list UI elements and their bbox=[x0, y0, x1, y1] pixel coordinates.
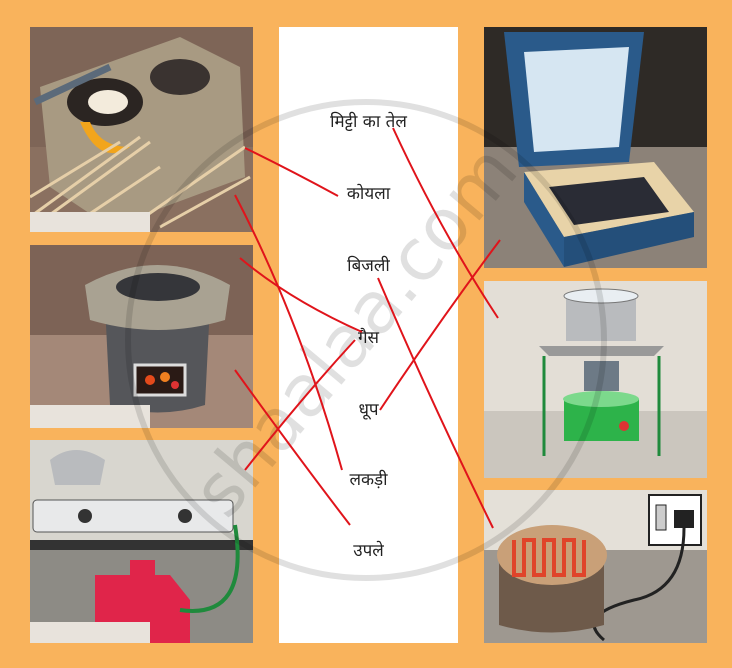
word-coal: कोयला bbox=[346, 184, 391, 204]
line-coal-stove-to-gas bbox=[239, 257, 363, 333]
solar-cooker-image bbox=[484, 27, 707, 268]
line-electricity-to-heater bbox=[377, 277, 494, 529]
line-wood-stove-to-wood bbox=[234, 194, 343, 471]
word-wood: लकड़ी bbox=[349, 470, 388, 490]
line-kerosene-to-kerosene-stove bbox=[392, 127, 499, 319]
electric-heater-image bbox=[484, 490, 707, 643]
fuel-word-list: मिट्टी का तेल कोयला बिजली गैस धूप लकड़ी … bbox=[279, 27, 458, 643]
kerosene-stove-image bbox=[484, 281, 707, 478]
coal-stove-image bbox=[30, 245, 253, 428]
word-electricity: बिजली bbox=[347, 256, 390, 276]
word-kerosene: मिट्टी का तेल bbox=[330, 112, 407, 132]
line-coal-stove-to-cowdung bbox=[234, 369, 351, 526]
word-cowdung-cakes: उपले bbox=[353, 541, 384, 561]
gas-stove-image bbox=[30, 440, 253, 643]
wood-stove-image bbox=[30, 27, 253, 232]
line-wood-stove-to-coal bbox=[244, 147, 339, 197]
word-sunlight: धूप bbox=[358, 400, 379, 420]
word-gas: गैस bbox=[357, 328, 380, 348]
line-sunlight-to-solar-cooker bbox=[379, 239, 501, 411]
line-gas-stove-to-gas bbox=[244, 339, 356, 471]
